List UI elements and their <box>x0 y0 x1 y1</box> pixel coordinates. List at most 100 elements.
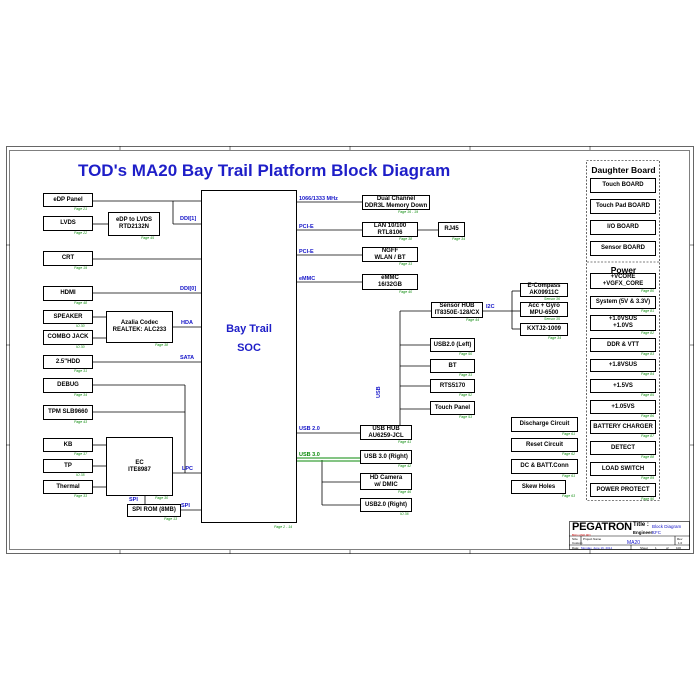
size-value: Custom <box>572 541 583 545</box>
crt-page: Page 19 <box>74 266 88 270</box>
project-label: Project Name <box>583 537 602 541</box>
power-item: System (5V & 3.3V) <box>590 296 656 309</box>
rts-block: RTS5170 <box>430 379 475 393</box>
touch-panel-page: Page 53 <box>459 415 473 419</box>
touch-panel-block: Touch Panel <box>430 401 475 415</box>
sheet-inner-border <box>9 150 690 550</box>
edp-panel-page: Page 21 <box>74 207 88 211</box>
power-item-label: +VCORE <box>610 274 636 280</box>
power-item: LOAD SWITCH <box>590 462 656 476</box>
power-item: +1.0VSUS+1.0VS <box>590 315 656 331</box>
spi-rom-page: Page 13 <box>164 517 178 521</box>
dc-batt-block: DC & BATT.Conn <box>511 459 578 474</box>
rev-value: 1.0 <box>678 541 683 545</box>
right-panel-outline <box>586 160 660 501</box>
bus-pcie-lan: PCI-E <box>299 224 314 230</box>
power-item-page: Page 82 <box>641 331 655 335</box>
tpm-block: TPM SLB9660 <box>43 405 93 420</box>
power-item-page: Page 86 <box>641 414 655 418</box>
bus-pcie-ngff: PCI-E <box>299 249 314 255</box>
speaker-block: SPEAKER <box>43 310 93 324</box>
date-label: Date: <box>572 546 580 550</box>
size-label: Size <box>572 537 578 541</box>
lvds-block: LVDS <box>43 216 93 231</box>
power-item-page: Page 81 <box>641 309 655 313</box>
debug-page: Page 34 <box>74 393 88 397</box>
codec-page: Page 38 <box>155 343 169 347</box>
spi-rom-block: SPI ROM (8MB) <box>127 504 181 517</box>
engineer-value: KFC <box>652 530 661 535</box>
hdd-block: 2.5"HDD <box>43 355 93 369</box>
tpm-page: Page 43 <box>74 420 88 424</box>
date-value: Monday, June 16, 2014 <box>581 546 613 550</box>
title-block-frame <box>569 521 690 550</box>
power-item-page: Page 89 <box>641 476 655 480</box>
ddr-page: Page 16 - 19 <box>398 210 419 214</box>
soc-page: Page 2 - 14 <box>274 525 293 529</box>
bus-ddi0: DDI[0] <box>180 286 197 292</box>
soc-name: Bay Trail <box>226 323 272 335</box>
left-wires <box>93 200 201 511</box>
usb3-right-page: Page 42 <box>398 464 412 468</box>
daughter-touch-board: Touch BOARD <box>590 178 656 193</box>
bus-usb-vertical: USB <box>376 386 382 398</box>
hdmi-block: HDMI <box>43 286 93 301</box>
sheet-label: Sheet <box>640 546 648 550</box>
bt-page: Page 33 <box>459 373 473 377</box>
frame-ticks <box>6 146 694 554</box>
company-logo: PEGATRON <box>572 521 632 533</box>
power-item-page: Page 85 <box>641 393 655 397</box>
tp-block: TP <box>43 459 93 473</box>
bus-hda: HDA <box>181 320 193 326</box>
skew-page: Page 63 <box>562 494 576 498</box>
power-item-page: Page 87 <box>641 434 655 438</box>
power-item-label: +1.5VS <box>613 382 633 389</box>
speaker-page: IO 30 <box>76 324 85 328</box>
power-item: BATTERY CHARGER <box>590 420 656 434</box>
thermal-page: Page 33 <box>74 494 88 498</box>
sensor-hub-page: Page 44 <box>466 318 480 322</box>
bt-block: BT <box>430 359 475 373</box>
edp-panel-block: eDP Panel <box>43 193 93 207</box>
bus-sata: SATA <box>180 355 195 361</box>
hdmi-page: Page 48 <box>74 301 88 305</box>
power-item-label: LOAD SWITCH <box>601 465 645 472</box>
bus-spi-ec: SPI <box>129 497 138 503</box>
usb-left-page: Page 50 <box>459 352 473 356</box>
power-item: POWER PROTECT <box>590 483 656 497</box>
soc-block <box>201 190 297 523</box>
bus-spi-soc: SPI <box>181 503 190 509</box>
usb-hub-page: Page 41 <box>398 440 412 444</box>
usb3-right-block: USB 3.0 (Right) <box>360 450 412 464</box>
power-item: +1.5VS <box>590 379 656 393</box>
edp-to-lvds-page: Page 45 <box>141 236 155 240</box>
right-wires <box>297 201 520 506</box>
daughter-io-board: I/O BOARD <box>590 220 656 235</box>
engineer-label: Engineer: <box>633 530 654 535</box>
dc-batt-page: Page 61 <box>562 474 576 478</box>
rj45-page: Page 34 <box>452 237 466 241</box>
accgyro-page: Sensor 35 <box>544 317 560 321</box>
diagram-title: TOD's MA20 Bay Trail Platform Block Diag… <box>78 161 451 180</box>
project-value: MA20 <box>627 540 641 546</box>
ec-page: Page 30 <box>155 496 169 500</box>
usb2-right-block: USB2.0 (Right) <box>360 498 412 512</box>
thermal-block: Thermal <box>43 480 93 494</box>
ecompass-page: Sensor 36 <box>544 297 560 301</box>
daughter-board-title: Daughter Board <box>591 165 656 175</box>
lan-page: Page 38 <box>399 237 413 241</box>
rj45-block: RJ45 <box>438 222 465 237</box>
lvds-page: Page 22 <box>74 231 88 235</box>
debug-block: DEBUG <box>43 378 93 393</box>
combo-jack-page: IO 30 <box>76 345 85 349</box>
usb3-wires <box>297 457 360 462</box>
power-item-label: DETECT <box>611 444 635 451</box>
